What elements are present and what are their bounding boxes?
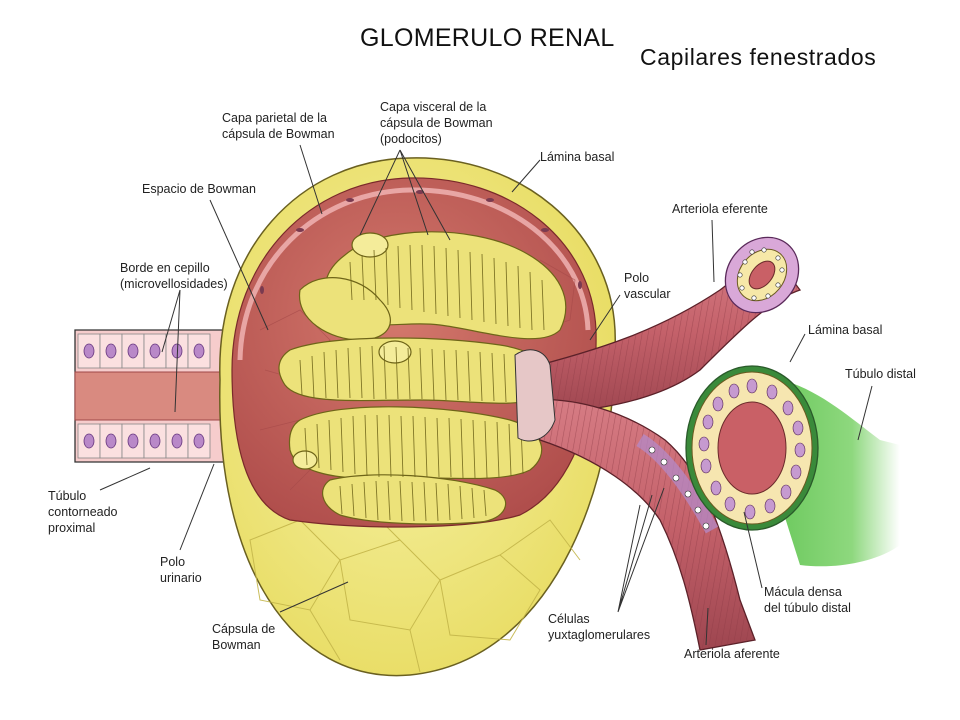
- afferent-arteriole: [518, 398, 756, 651]
- capillary-tuft: [278, 231, 567, 525]
- label-lamina-basal-top: Lámina basal: [540, 150, 614, 164]
- label-tubulo-distal: Túbulo distal: [845, 367, 916, 381]
- efferent-arteriole: [519, 236, 802, 416]
- proximal-tubule: [74, 329, 261, 463]
- page-subtitle: Capilares fenestrados: [640, 44, 877, 70]
- label-lamina-basal-right: Lámina basal: [808, 323, 882, 337]
- label-borde-cepillo: Borde en cepillo(microvellosidades): [120, 261, 228, 291]
- label-arteriola-aferente: Arteriola aferente: [684, 647, 780, 661]
- label-espacio-bowman: Espacio de Bowman: [142, 182, 256, 196]
- leader-lines: [99, 144, 873, 646]
- page-title: GLOMERULO RENAL: [360, 24, 615, 52]
- label-arteriola-eferente: Arteriola eferente: [672, 202, 768, 216]
- distal-tubule: [685, 365, 900, 567]
